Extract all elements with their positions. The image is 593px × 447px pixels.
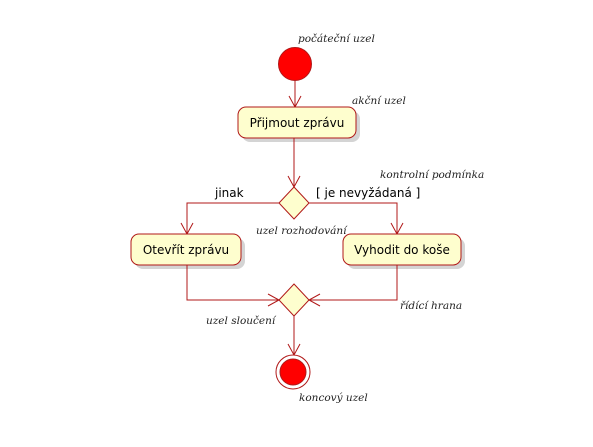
edge-open-to-merge bbox=[186, 265, 279, 301]
action-discard bbox=[342, 233, 462, 266]
guard-unwanted: [ je nevyžádaná ] bbox=[316, 186, 420, 200]
action-open-message bbox=[130, 233, 242, 266]
edge-decision-to-discard bbox=[309, 202, 398, 234]
note-final-node: koncový uzel bbox=[299, 391, 368, 404]
merge-node bbox=[278, 283, 310, 317]
action-discard-label: Vyhodit do koše bbox=[354, 243, 450, 257]
decision-node bbox=[278, 186, 310, 220]
final-node bbox=[279, 358, 307, 386]
action-open-label: Otevřít zprávu bbox=[143, 243, 229, 257]
edge-discard-to-merge bbox=[309, 265, 398, 301]
note-decision-node: uzel rozhodování bbox=[256, 225, 348, 237]
guard-else: jinak bbox=[214, 186, 244, 200]
action-receive-label: Přijmout zprávu bbox=[250, 116, 345, 130]
note-merge-node: uzel sloučení bbox=[206, 314, 277, 327]
note-action-node: akční uzel bbox=[352, 94, 406, 107]
initial-node bbox=[278, 47, 312, 81]
note-guard-condition: kontrolní podmínka bbox=[380, 169, 484, 181]
note-control-flow: řídící hrana bbox=[400, 300, 462, 312]
note-initial-node: počáteční uzel bbox=[298, 32, 375, 45]
edge-decision-to-open bbox=[186, 202, 279, 234]
action-receive-message bbox=[237, 106, 357, 139]
